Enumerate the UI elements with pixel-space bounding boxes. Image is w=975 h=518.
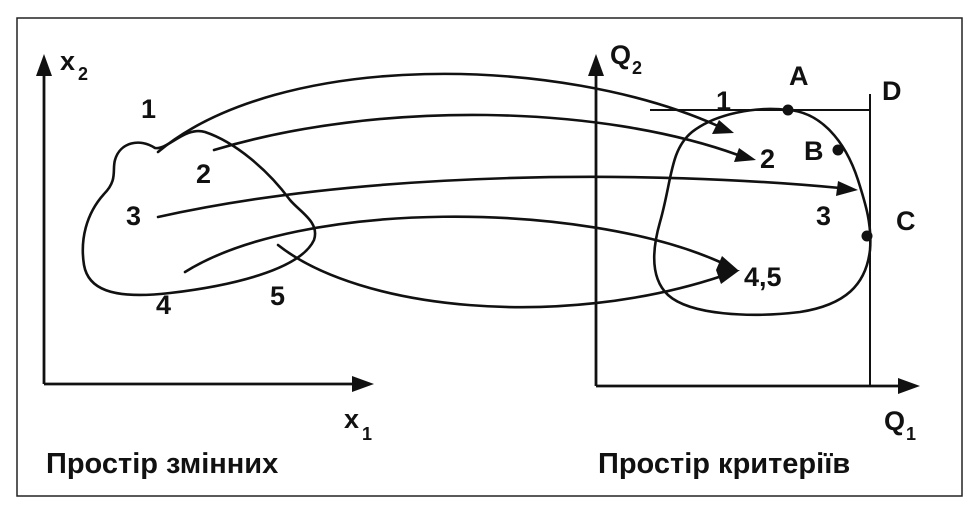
q1-axis-label: Q [884, 406, 905, 436]
caption-variable-space: Простір змінних [46, 448, 278, 480]
mapping-arrows [156, 72, 858, 309]
point-c-dot [861, 230, 873, 242]
point-d-label: D [882, 76, 902, 106]
point-label-3: 3 [126, 201, 141, 231]
outer-border [16, 17, 963, 497]
x2-axis-label: x [60, 46, 75, 76]
mapping-arrow-5 [276, 243, 724, 309]
mapping-arrow-1 [156, 72, 720, 154]
mapping-arrowhead-2 [734, 148, 756, 162]
mapping-arrowhead-5 [716, 270, 740, 284]
x1-axis-arrow [352, 376, 374, 392]
point-label-2: 2 [196, 159, 211, 189]
image-label-45: 4,5 [744, 262, 782, 292]
x1-axis-subscript: 1 [362, 424, 372, 444]
point-label-1: 1 [141, 94, 156, 124]
q2-axis-label: Q [610, 40, 631, 70]
image-label-1: 1 [716, 86, 731, 116]
mapping-arrowhead-4 [716, 256, 738, 270]
point-c-label: C [896, 206, 916, 236]
image-label-3: 3 [816, 201, 831, 231]
q1-axis-arrow [898, 378, 920, 394]
point-b-label: B [804, 136, 824, 166]
caption-criteria-space: Простір критеріїв [598, 448, 850, 480]
point-a-label: A [789, 61, 809, 91]
image-label-2: 2 [760, 144, 775, 174]
mapping-arrowhead-3 [836, 181, 858, 196]
mapping-arrow-4 [183, 215, 722, 274]
mapping-arrowhead-1 [712, 120, 734, 134]
x2-axis-subscript: 2 [78, 64, 88, 84]
criteria-space: Q 2 Q 1 A B C D 1 2 3 4,5 Простір критер… [588, 40, 920, 480]
x1-axis-label: x [344, 404, 359, 434]
x2-axis-arrow [36, 54, 52, 76]
variable-space: x 2 x 1 1 2 3 4 5 Простір змінних [36, 46, 374, 480]
feasible-region-variables [81, 129, 317, 297]
point-label-5: 5 [270, 281, 285, 311]
feasible-region-criteria [652, 107, 872, 317]
q1-axis-subscript: 1 [906, 424, 916, 444]
point-a-dot [782, 104, 794, 116]
q2-axis-arrow [588, 54, 604, 76]
mapping-arrow-2 [212, 113, 740, 157]
mapping-arrow-3 [156, 175, 842, 219]
q2-axis-subscript: 2 [632, 58, 642, 78]
point-b-dot [832, 144, 844, 156]
point-label-4: 4 [156, 290, 171, 320]
